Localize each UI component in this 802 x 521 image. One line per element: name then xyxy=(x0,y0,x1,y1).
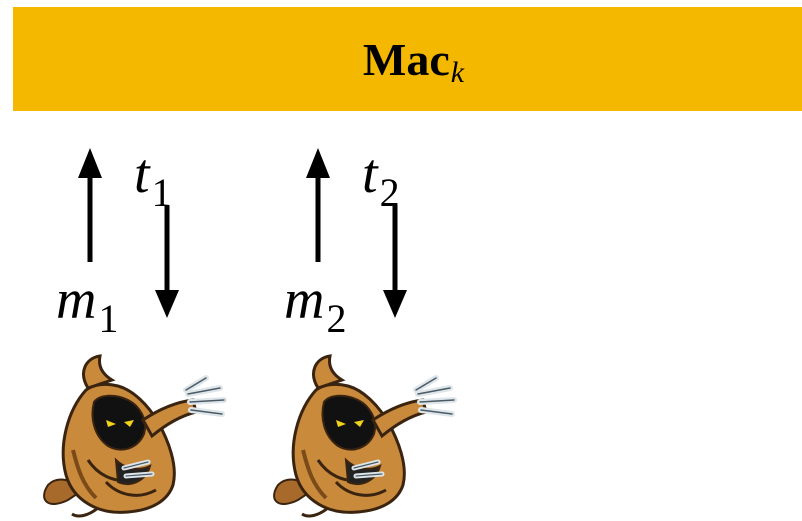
adversary-2-icon xyxy=(274,356,454,516)
query-1-message-label: m1 xyxy=(56,269,118,339)
message-subscript: 2 xyxy=(326,296,347,341)
oracle-label-main: Mac xyxy=(362,33,450,85)
query-1-tag-label: t1 xyxy=(134,143,172,213)
tag-subscript: 1 xyxy=(151,170,172,215)
tag-symbol: t xyxy=(362,143,378,205)
tag-symbol: t xyxy=(134,143,150,205)
query-2-message-label: m2 xyxy=(284,269,346,339)
message-subscript: 1 xyxy=(98,296,119,341)
query-2-tag-label: t2 xyxy=(362,143,400,213)
query-1-message-arrow-up xyxy=(78,148,102,262)
adversary-1-icon xyxy=(44,356,224,516)
message-symbol: m xyxy=(284,269,325,331)
query-1-tag-arrow-down xyxy=(155,205,179,318)
query-2-tag-arrow-down xyxy=(383,205,407,318)
oracle-label-subscript: k xyxy=(450,56,465,89)
tag-subscript: 2 xyxy=(379,170,400,215)
message-symbol: m xyxy=(56,269,97,331)
query-2-message-arrow-up xyxy=(306,148,330,262)
